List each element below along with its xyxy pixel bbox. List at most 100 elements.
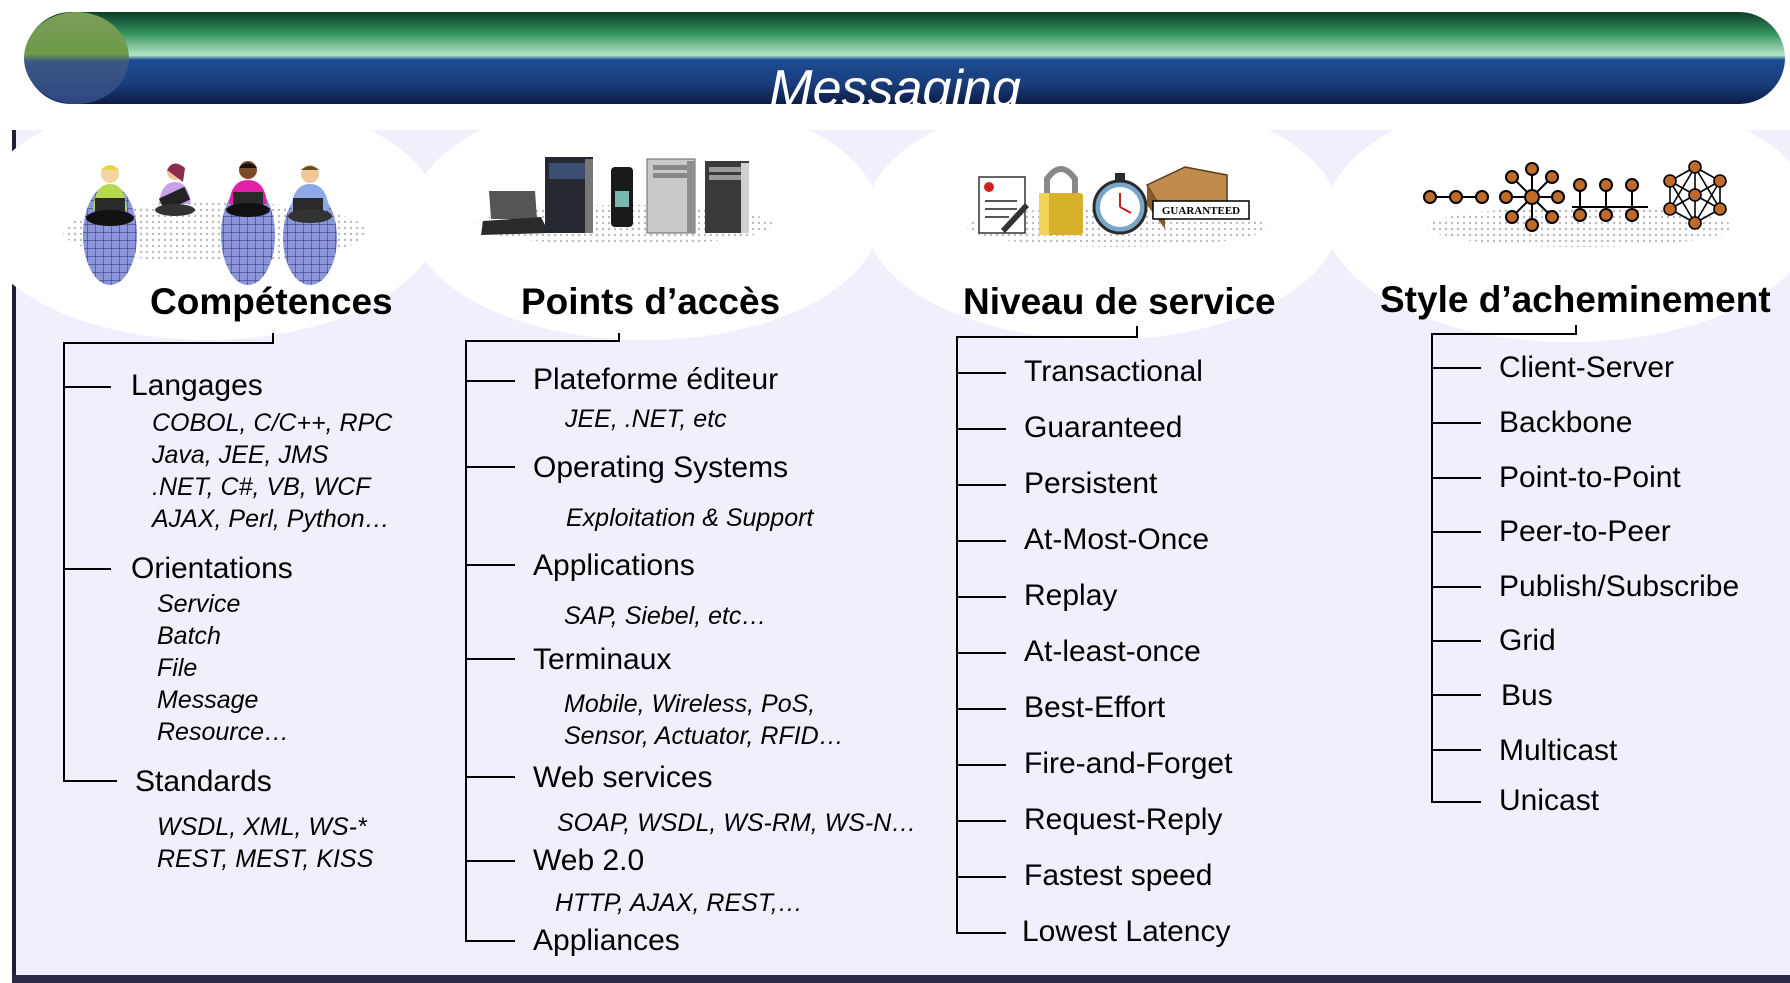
- list-item-detail: Sensor, Actuator, RFID…: [564, 722, 844, 750]
- list-item: Appliances: [533, 924, 680, 957]
- list-item: Orientations: [131, 552, 293, 585]
- tree-connector: [956, 428, 1006, 430]
- left-border: [12, 130, 16, 980]
- tree-connector: [1431, 422, 1481, 424]
- list-item: Fastest speed: [1024, 859, 1213, 892]
- list-item-detail: File: [157, 654, 198, 682]
- tree-connector: [465, 564, 515, 566]
- people-with-laptops-icon: [63, 161, 367, 285]
- list-item: Publish/Subscribe: [1499, 570, 1740, 603]
- list-item-detail: Service: [157, 590, 241, 618]
- banner-badge: [24, 12, 129, 104]
- tree-connector: [1431, 801, 1481, 803]
- list-item-detail: Message: [157, 686, 259, 714]
- list-item: Replay: [1024, 579, 1118, 612]
- list-item: Web services: [533, 761, 713, 794]
- guaranteed-stamp-text: GUARANTEED: [1162, 205, 1240, 217]
- network-topologies-icon: [1423, 160, 1732, 247]
- tree-connector: [1431, 367, 1481, 369]
- list-item: Plateforme éditeur: [533, 363, 779, 396]
- list-item: Persistent: [1024, 467, 1158, 500]
- tree-connector: [465, 776, 515, 778]
- list-item-detail: SOAP, WSDL, WS-RM, WS-N…: [557, 809, 917, 837]
- heading-points-acces: Points d’accès: [521, 281, 781, 322]
- tree-connector: [956, 484, 1006, 486]
- list-item: Client-Server: [1499, 351, 1675, 384]
- tree-connector: [618, 333, 620, 342]
- tree-connector: [1431, 749, 1481, 751]
- heading-competences: Compétences: [150, 281, 393, 322]
- tree-connector: [1575, 325, 1577, 335]
- list-item-detail: Resource…: [157, 718, 289, 746]
- list-item-detail: Java, JEE, JMS: [152, 441, 329, 469]
- heading-style-acheminement: Style d’acheminement: [1380, 279, 1771, 320]
- list-item: Guaranteed: [1024, 411, 1183, 444]
- page-title: Messaging: [769, 60, 1021, 118]
- tree-connector: [465, 380, 515, 382]
- tree-connector: [956, 820, 1006, 822]
- tree-connector: [63, 780, 117, 782]
- tree-connector: [272, 333, 274, 344]
- list-item: Unicast: [1499, 784, 1600, 817]
- list-item: Grid: [1499, 624, 1556, 657]
- tree-connector: [956, 764, 1006, 766]
- tree-connector: [1431, 333, 1577, 335]
- tree-connector: [465, 340, 467, 941]
- tree-connector: [465, 466, 515, 468]
- list-item: Terminaux: [533, 643, 672, 676]
- title-banner: [25, 12, 1785, 104]
- tree-connector: [1431, 531, 1481, 533]
- tree-connector: [63, 342, 65, 782]
- list-item: Lowest Latency: [1022, 915, 1231, 948]
- tree-connector: [956, 708, 1006, 710]
- tree-connector: [956, 372, 1006, 374]
- list-item: Best-Effort: [1024, 691, 1166, 724]
- tree-connector: [956, 540, 1006, 542]
- list-item: Operating Systems: [533, 451, 789, 484]
- tree-connector: [465, 860, 515, 862]
- tree-connector: [1431, 640, 1481, 642]
- list-item: Transactional: [1024, 355, 1203, 388]
- list-item: Request-Reply: [1024, 803, 1223, 836]
- tree-connector: [465, 340, 620, 342]
- list-item-detail: Batch: [157, 622, 221, 650]
- tree-connector: [1431, 586, 1481, 588]
- list-item-detail: HTTP, AJAX, REST,…: [555, 889, 803, 917]
- list-item-detail: REST, MEST, KISS: [157, 845, 374, 873]
- contract-lock-stopwatch-guaranteed-icon: GUARANTEED: [967, 166, 1267, 247]
- tree-connector: [63, 568, 111, 570]
- list-item: Standards: [135, 765, 272, 798]
- list-item: Point-to-Point: [1499, 461, 1681, 494]
- heading-niveau-service: Niveau de service: [963, 281, 1276, 322]
- list-item-detail: .NET, C#, VB, WCF: [152, 473, 371, 501]
- list-item-detail: JEE, .NET, etc: [565, 405, 727, 433]
- list-item: Langages: [131, 369, 263, 402]
- list-item-detail: Exploitation & Support: [566, 504, 814, 532]
- tree-connector: [1431, 333, 1433, 803]
- list-item: Fire-and-Forget: [1024, 747, 1233, 780]
- tree-connector: [956, 336, 958, 934]
- bottom-border: [12, 975, 1790, 983]
- list-item-detail: WSDL, XML, WS-*: [157, 813, 367, 841]
- tree-connector: [465, 658, 515, 660]
- list-item: Backbone: [1499, 406, 1633, 439]
- tree-connector: [1431, 477, 1481, 479]
- list-item: Bus: [1501, 679, 1553, 712]
- tree-connector: [465, 940, 515, 942]
- tree-connector: [956, 876, 1006, 878]
- tree-connector: [63, 386, 111, 388]
- list-item-detail: Mobile, Wireless, PoS,: [564, 690, 816, 718]
- list-item: At-least-once: [1024, 635, 1201, 668]
- tree-connector: [1136, 326, 1138, 338]
- list-item: Applications: [533, 549, 695, 582]
- tree-connector: [1431, 694, 1481, 696]
- tree-connector: [63, 342, 274, 344]
- list-item-detail: COBOL, C/C++, RPC: [152, 409, 393, 437]
- list-item: Peer-to-Peer: [1499, 515, 1671, 548]
- list-item: At-Most-Once: [1024, 523, 1210, 556]
- list-item-detail: AJAX, Perl, Python…: [152, 505, 390, 533]
- list-item: Multicast: [1499, 734, 1618, 767]
- tree-connector: [956, 596, 1006, 598]
- list-item: Web 2.0: [533, 844, 645, 877]
